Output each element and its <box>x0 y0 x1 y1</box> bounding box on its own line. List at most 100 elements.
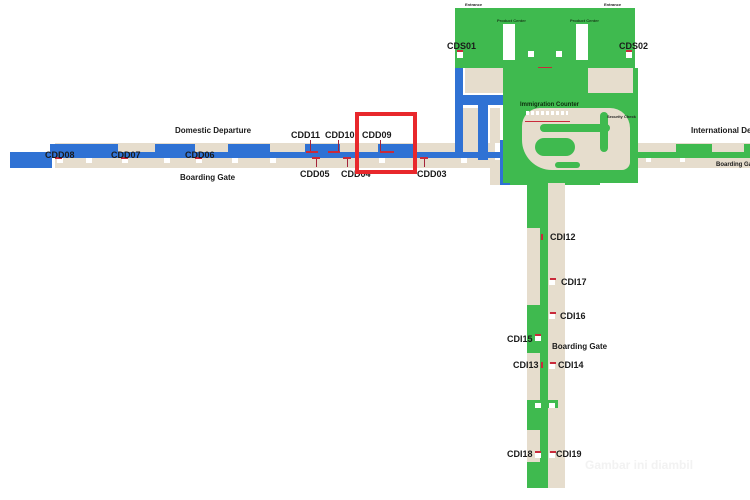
gate-marker-cdi12 <box>541 234 543 240</box>
gate-door <box>549 364 555 369</box>
kiosk-left <box>528 51 534 57</box>
gate-label-cdi19[interactable]: CDI19 <box>556 449 582 459</box>
domestic-block-5 <box>378 144 416 152</box>
domestic-connector-vertical <box>455 68 463 158</box>
kiosk-right <box>556 51 562 57</box>
domestic-block-2 <box>155 144 195 152</box>
intl-corridor <box>638 152 750 158</box>
gate-door <box>549 403 555 408</box>
queue-lane-2 <box>535 138 575 156</box>
cds02-door <box>626 52 632 58</box>
gate-door <box>164 158 170 163</box>
immigration-counter-label: Immigration Counter <box>520 102 580 108</box>
intl-pier-boarding-gate-label: Boarding Gate <box>552 342 608 351</box>
gate-marker-cdi13 <box>541 362 543 368</box>
gate-label-cds02[interactable]: CDS02 <box>619 41 649 51</box>
gate-door <box>535 336 541 341</box>
domestic-stub <box>490 160 500 185</box>
gate-door <box>549 280 555 285</box>
domestic-departure-label: Domestic Departure <box>175 126 252 135</box>
domestic-boarding-gate-label: Boarding Gate <box>180 173 236 182</box>
intl-pier-corridor <box>540 183 548 488</box>
gate-door <box>86 158 92 163</box>
international-departure-label: International De <box>691 126 750 135</box>
gate-label-cdd10[interactable]: CDD10 <box>325 130 355 140</box>
gate-door <box>535 453 541 458</box>
gate-label-cdd11[interactable]: CDD11 <box>291 130 321 140</box>
gate-marker-cdd03 <box>420 157 428 159</box>
gate-marker-cds01 <box>457 50 463 52</box>
gate-door <box>57 158 63 163</box>
gate-marker-cdd05 <box>312 157 320 159</box>
gate-label-cdd04[interactable]: CDD04 <box>341 169 371 179</box>
domestic-block-3 <box>228 144 270 152</box>
gate-label-cdd03[interactable]: CDD03 <box>417 169 447 179</box>
international-boarding-gate-label: Boarding Ga <box>716 162 750 168</box>
domestic-hall-1 <box>465 68 503 93</box>
gate-door <box>646 158 651 162</box>
security-check-label: Security Check <box>607 114 636 119</box>
entrance-left-label: Entrance <box>465 2 483 7</box>
leader-cdd04 <box>347 157 348 167</box>
intl-block-1 <box>676 144 712 152</box>
immigration-line <box>525 121 570 122</box>
gate-marker-cdi15 <box>535 334 541 336</box>
leader-cdd10 <box>338 140 339 152</box>
gate-marker-cdi16 <box>550 312 556 314</box>
gate-marker-cdd11 <box>306 151 318 153</box>
domestic-corridor <box>10 152 500 158</box>
gate-label-cdd07[interactable]: CDD07 <box>111 150 141 160</box>
intl-pier-left-4 <box>527 462 540 488</box>
gate-door <box>379 158 385 163</box>
gate-door <box>232 158 238 163</box>
gate-marker-cdd06 <box>195 157 202 159</box>
product-center-right-label: Product Center <box>570 18 599 23</box>
gate-label-cdi18[interactable]: CDI18 <box>507 449 533 459</box>
gate-door <box>680 158 685 162</box>
gate-label-cdd06[interactable]: CDD06 <box>185 150 215 160</box>
domestic-hall-3 <box>490 108 500 143</box>
queue-lane-4 <box>555 162 580 168</box>
gate-label-cdi14[interactable]: CDI14 <box>558 360 584 370</box>
domestic-connector-diag <box>478 100 488 160</box>
highlight-box-cdd09 <box>355 112 417 174</box>
gate-label-cdi17[interactable]: CDI17 <box>561 277 587 287</box>
gate-marker-cdi17 <box>550 278 556 280</box>
product-center-right-block <box>576 24 588 60</box>
gate-marker-cdd04 <box>343 157 351 159</box>
queue-lane-3 <box>600 112 608 152</box>
gate-door <box>549 453 555 458</box>
entrance-right-label: Entrance <box>604 2 622 7</box>
gate-marker-cds02 <box>626 50 632 52</box>
immigration-bottom <box>510 170 600 185</box>
entrance-hall <box>455 8 635 68</box>
gate-marker-cdd07 <box>121 157 128 159</box>
gate-marker-cdi19 <box>550 451 556 453</box>
leader-cdd11 <box>310 140 311 152</box>
leader-cdd09 <box>380 140 381 152</box>
gate-label-cds01[interactable]: CDS01 <box>447 41 477 51</box>
domestic-connector-top <box>463 95 503 105</box>
gate-label-cdd08[interactable]: CDD08 <box>45 150 75 160</box>
gate-marker-cdd08 <box>55 157 62 159</box>
leader-cdd03 <box>424 157 425 167</box>
intl-pier-left-1 <box>527 183 540 228</box>
gate-label-cdi13[interactable]: CDI13 <box>513 360 539 370</box>
immigration-booths <box>526 111 568 115</box>
gate-door <box>535 403 541 408</box>
gate-label-cdi15[interactable]: CDI15 <box>507 334 533 344</box>
gate-label-cdi12[interactable]: CDI12 <box>550 232 576 242</box>
gate-label-cdi16[interactable]: CDI16 <box>560 311 586 321</box>
gate-label-cdd09[interactable]: CDD09 <box>362 130 392 140</box>
product-center-left-block <box>503 24 515 60</box>
domestic-block-4 <box>305 144 340 152</box>
intl-block-2 <box>744 144 750 152</box>
gate-door <box>122 158 128 163</box>
gate-door <box>461 158 467 163</box>
leader-cdd05 <box>316 157 317 167</box>
gate-label-cdd05[interactable]: CDD05 <box>300 169 330 179</box>
cds01-door <box>457 52 463 58</box>
intl-pier-left-2 <box>527 305 540 353</box>
gate-marker-cdi14 <box>550 362 556 364</box>
gate-door <box>270 158 276 163</box>
